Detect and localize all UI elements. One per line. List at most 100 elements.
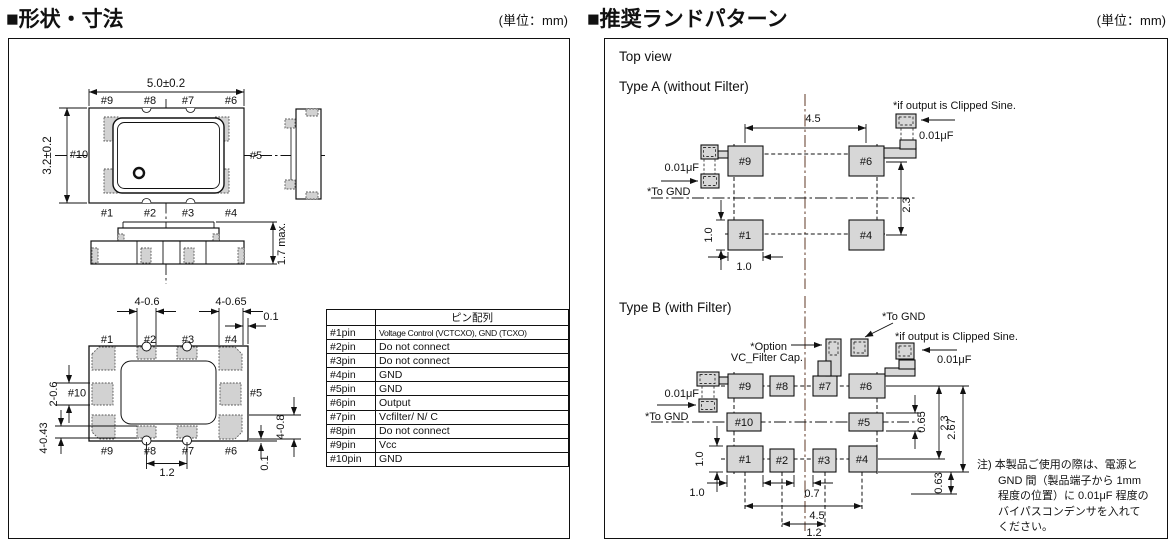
bypass-cap-left: 0.01μF *To GND xyxy=(647,144,729,198)
pin-label: #10 xyxy=(70,149,88,161)
dim-label: 1.0 xyxy=(703,227,715,242)
dim-label: 2.3 xyxy=(939,415,951,430)
package-front-view: 1.7 max. xyxy=(90,221,288,265)
pin-cell: #7pin xyxy=(326,409,376,425)
dim-label: 2.67 xyxy=(946,418,958,439)
func-cell: Do not connect xyxy=(375,353,569,369)
dim-label: 4-0.65 xyxy=(215,296,246,308)
to-gnd-label: *To GND xyxy=(882,311,925,323)
dim-label: 1.0 xyxy=(689,487,704,499)
dim-label: 0.65 xyxy=(916,411,928,432)
pin-label: #4 xyxy=(225,208,237,220)
land-pattern-drawing: #9 #6 #1 #4 4.5 2.3 1.0 1.0 xyxy=(645,94,1018,537)
pad-label: #1 xyxy=(739,454,751,466)
pad-label: #8 xyxy=(776,381,788,393)
dim-label: 1.2 xyxy=(159,467,174,479)
vc-filter-cap xyxy=(817,338,842,377)
pad-label: #4 xyxy=(856,454,868,466)
note-line: GND 間（製品端子から 1mm xyxy=(998,474,1141,487)
pin-cell: #3pin xyxy=(326,353,376,369)
func-cell: Do not connect xyxy=(375,423,569,439)
pin-label: #6 xyxy=(225,446,237,458)
pin-table-header: ピン配列 xyxy=(375,309,569,326)
pin-label: #10 xyxy=(68,388,86,400)
pin-label: #4 xyxy=(225,334,237,346)
to-gnd-label: *To GND xyxy=(647,186,690,198)
dim-label: 0.1 xyxy=(259,455,271,470)
note-line: 程度の位置）に 0.01μF 程度の xyxy=(998,490,1149,502)
pin-cell: #5pin xyxy=(326,381,376,397)
pin-cell: #10pin xyxy=(326,451,376,467)
pin-cell: #6pin xyxy=(326,395,376,411)
table-row: ピン配列 xyxy=(326,309,569,326)
dim-label: 2-0.6 xyxy=(48,381,60,406)
cap-value-label: 0.01μF xyxy=(937,354,972,366)
dim-label: 1.0 xyxy=(694,451,706,466)
pin-label: #1 xyxy=(101,334,113,346)
dim-label: 1.0 xyxy=(736,261,751,273)
pin-label: #2 xyxy=(144,334,156,346)
left-section-title: ■形状・寸法 xyxy=(6,8,124,31)
pin-cell: #2pin xyxy=(326,339,376,355)
func-cell: Vcc xyxy=(375,437,569,453)
note-line: ください。 xyxy=(998,521,1053,533)
func-cell: Vcfilter/ N/ C xyxy=(375,409,569,425)
pin-cell: #4pin xyxy=(326,367,376,383)
option-label: *Option xyxy=(750,341,787,353)
cap-value-label: 0.01μF xyxy=(665,162,700,174)
func-cell: Do not connect xyxy=(375,339,569,355)
pin-cell: #9pin xyxy=(326,437,376,453)
pin-label: #7 xyxy=(182,446,194,458)
pin-label: #6 xyxy=(225,95,237,107)
pad-label: #9 xyxy=(739,381,751,393)
pin-label: #9 xyxy=(101,95,113,107)
type-b-pattern: #9 #8 #7 #6 #10 #5 #1 #2 #3 #4 *To GND *… xyxy=(645,296,1018,537)
to-gnd-label: *To GND xyxy=(645,411,688,423)
option-label: VC_Filter Cap. xyxy=(731,352,803,364)
package-top-view: 5.0±0.2 3.2±0.2 #9 #8 #7 #6 #10 #5 #1 #2… xyxy=(42,78,325,284)
bypass-cap-right: *if output is Clipped Sine. 0.01μF xyxy=(884,331,1018,377)
pad-label: #10 xyxy=(735,417,753,429)
func-cell: GND xyxy=(375,451,569,467)
shape-dimensions-panel: 5.0±0.2 3.2±0.2 #9 #8 #7 #6 #10 #5 #1 #2… xyxy=(8,38,570,539)
pad-label: #2 xyxy=(776,455,788,467)
right-unit-label: (単位：mm) xyxy=(1096,13,1166,28)
pad-label: #7 xyxy=(819,381,831,393)
dim-label: 4-0.6 xyxy=(134,296,159,308)
pad-label: #3 xyxy=(818,455,830,467)
pin-label: #7 xyxy=(182,95,194,107)
type-b-label: Type B (with Filter) xyxy=(619,300,732,315)
dim-label: 2.3 xyxy=(901,197,913,212)
clipped-sine-note: *if output is Clipped Sine. xyxy=(895,331,1018,343)
dim-label: 0.63 xyxy=(933,472,945,493)
pad-label: #5 xyxy=(858,417,870,429)
right-section-title: ■推奨ランドパターン xyxy=(587,8,788,31)
dim-label: 0.1 xyxy=(263,311,278,323)
pin1-index-mark xyxy=(132,166,146,180)
pin-label: #8 xyxy=(144,95,156,107)
pin-cell: #1pin xyxy=(326,324,376,341)
land-pattern-panel: Top view Type A (without Filter) Type B … xyxy=(604,38,1168,539)
left-unit-label: (単位：mm) xyxy=(498,13,568,28)
package-bottom-view: #1 #2 #3 #4 #10 #5 #9 #8 #7 #6 4-0.6 4-0… xyxy=(38,296,301,479)
pin-label: #5 xyxy=(250,150,262,162)
dim-label: 1.2 xyxy=(806,527,821,537)
clipped-sine-note: *if output is Clipped Sine. xyxy=(893,100,1016,112)
cap-value-label: 0.01μF xyxy=(919,130,954,142)
dim-label: 4.5 xyxy=(805,113,820,125)
pad-label: #4 xyxy=(860,230,872,242)
type-a-label: Type A (without Filter) xyxy=(619,79,749,94)
filter-gnd-pad xyxy=(850,338,869,357)
pin-label: #8 xyxy=(144,446,156,458)
